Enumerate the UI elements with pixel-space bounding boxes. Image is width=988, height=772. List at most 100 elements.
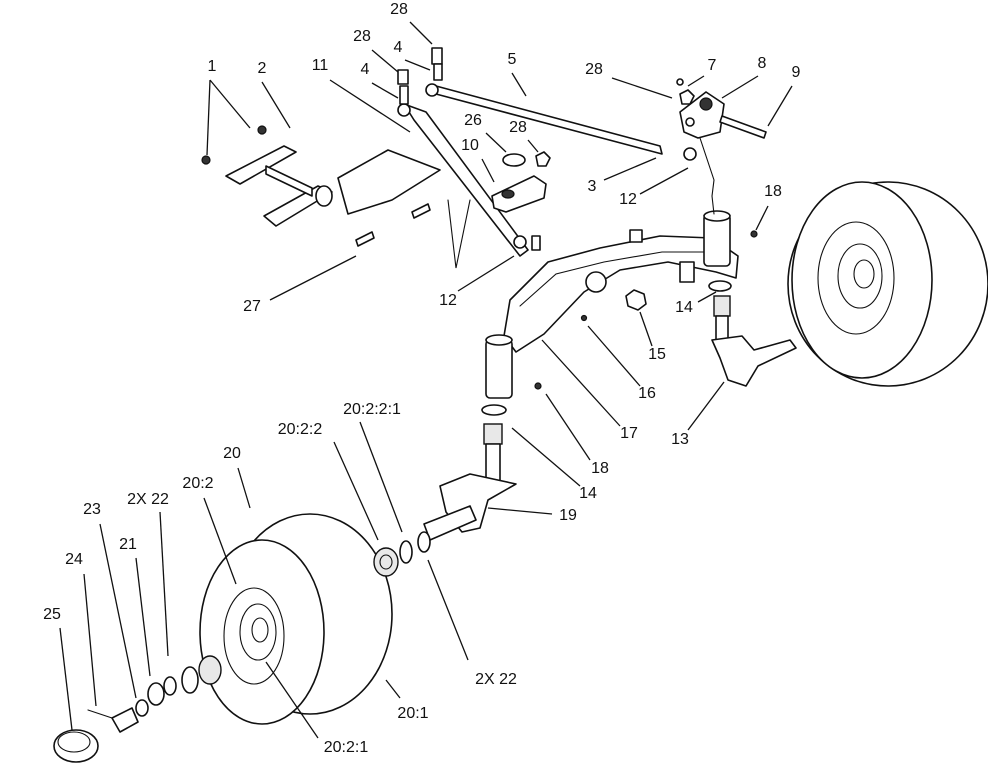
leader-line-c-20-1 (385, 679, 401, 699)
bearing-20-2 (198, 655, 222, 685)
right-tire-face (791, 181, 933, 379)
leader-line-c-20-2 (203, 497, 237, 585)
right-spindle-arm (711, 335, 797, 387)
leader-line-c-14a (697, 291, 717, 303)
callout-c-28d: 28 (585, 61, 603, 78)
leader-line-c-17 (541, 339, 621, 427)
leader-line-c-23 (99, 523, 137, 699)
bolt-27a (355, 231, 375, 247)
callout-c-28b: 28 (390, 1, 408, 18)
axle-beam (503, 235, 739, 353)
callout-c-14b: 14 (579, 485, 597, 502)
stud-4a (399, 85, 409, 105)
callout-c-9: 9 (792, 64, 801, 81)
callout-c-14a: 14 (675, 299, 693, 316)
axle-pin (111, 707, 139, 733)
callout-c-25: 25 (43, 606, 61, 623)
leader-line-c-20-2-2 (333, 441, 379, 541)
leader-line-c-20-2-2-1 (359, 421, 403, 533)
rod-end-right (683, 147, 697, 161)
leader-line-c-21 (135, 557, 151, 677)
leader-line-c-3 (603, 157, 657, 181)
pivot-hole (585, 271, 607, 293)
callout-c-4a: 4 (361, 61, 370, 78)
leader-line-c-1 (209, 79, 251, 129)
callout-c-4b: 4 (394, 39, 403, 56)
callout-c-8: 8 (758, 55, 767, 72)
arm-nut (699, 97, 713, 111)
bracket-plate (491, 175, 547, 213)
leader-line-c-4b (404, 59, 431, 71)
mount-plate-top (225, 145, 297, 185)
cap-26 (502, 153, 526, 167)
left-spindle-tube (485, 339, 513, 399)
callout-c-20-2-1: 20:2:1 (324, 739, 369, 756)
leader-line-c-2 (261, 81, 291, 129)
callout-c-11: 11 (312, 57, 329, 74)
washer-22a (417, 531, 431, 553)
leader-line-c-4a (371, 82, 399, 99)
leader-line-c-7 (687, 75, 705, 87)
callout-c-13: 13 (671, 431, 689, 448)
leader-line-c-14b (511, 427, 581, 487)
grease-fitting-left (534, 382, 542, 390)
leader-line-c-2x22a (159, 511, 169, 657)
leader-line-c-27 (269, 255, 357, 301)
callout-c-28a: 28 (353, 28, 371, 45)
callout-c-2x22a: 2X 22 (127, 491, 169, 508)
leader-line-c-28b (409, 21, 433, 45)
callout-c-17: 17 (620, 425, 638, 442)
snap-ring-a (399, 540, 413, 564)
leader-line-c-25 (59, 627, 73, 731)
leader-line-c-28a (371, 49, 399, 73)
leader-line-c-20 (237, 467, 251, 509)
left-tire (199, 513, 393, 725)
rod-end-lower (513, 235, 527, 249)
leader-line-c-10 (481, 158, 495, 183)
left-spindle (423, 404, 517, 541)
leader-line-c-24 (83, 573, 97, 707)
callout-c-10: 10 (461, 137, 479, 154)
break-line (447, 199, 471, 269)
leader-line-c-1 (206, 79, 211, 156)
leader-line-c-26 (485, 132, 507, 153)
bolt-27b (411, 203, 431, 219)
callout-c-28c: 28 (509, 119, 527, 136)
leader-line-c-9 (767, 85, 793, 127)
right-hub-center (853, 259, 875, 289)
leader-line-c-8 (721, 75, 759, 99)
callout-c-19: 19 (559, 507, 577, 524)
right-tire (787, 181, 988, 387)
cotter-pin-24 (87, 709, 113, 719)
callout-c-23: 23 (83, 501, 101, 518)
axle-bracket (629, 229, 643, 243)
callout-c-24: 24 (65, 551, 83, 568)
nut-28d (679, 89, 695, 105)
left-hub-center (251, 617, 269, 643)
tie-rod-short (403, 103, 529, 257)
callout-c-16: 16 (638, 385, 656, 402)
callout-c-18a: 18 (764, 183, 782, 200)
mounting-assembly (201, 125, 471, 269)
rod-end-left (397, 103, 411, 117)
nut-28c (535, 151, 551, 167)
callout-c-20-1: 20:1 (397, 705, 428, 722)
right-spindle (708, 280, 797, 387)
mount-bracket (337, 149, 441, 215)
left-hub (239, 603, 277, 661)
leader-line-c-20-2-1 (265, 661, 319, 739)
hub-cap-25 (53, 729, 99, 763)
nut-7 (676, 78, 684, 86)
right-hub (837, 243, 883, 309)
mount-tube (265, 165, 313, 197)
callout-c-5: 5 (508, 51, 517, 68)
leader-line-c-13 (687, 381, 725, 431)
callout-c-3: 3 (588, 178, 597, 195)
steering-arm (676, 78, 767, 215)
nut-1a (257, 125, 267, 135)
grease-fitting (580, 314, 588, 322)
snap-ring-b (181, 666, 199, 694)
washer-21 (147, 682, 165, 706)
